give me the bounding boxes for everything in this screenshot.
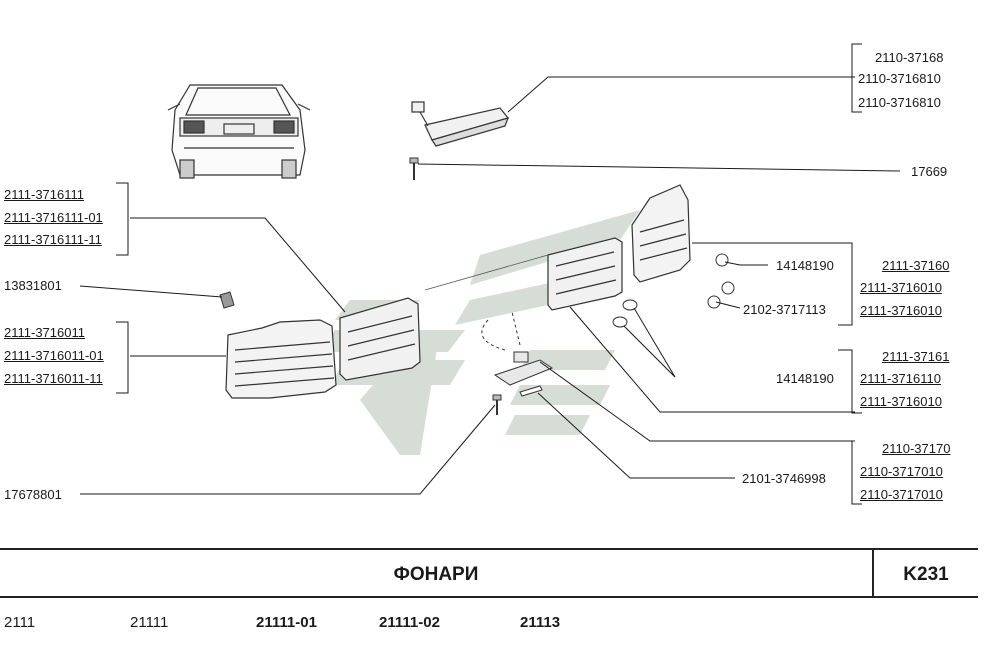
label-screw-bottom: 17678801 bbox=[4, 487, 62, 502]
label-inner-lamp-right-3: 2111-3716010 bbox=[860, 394, 942, 409]
title-bar: ФОНАРИ K231 bbox=[0, 548, 978, 598]
model-21111: 21111 bbox=[130, 614, 169, 631]
model-21113: 21113 bbox=[520, 614, 561, 631]
label-plate-lamp-3: 2110-3717010 bbox=[860, 487, 943, 502]
label-outer-lamp-left-2: 2111-3716011-01 bbox=[4, 348, 104, 363]
model-2111: 2111 bbox=[4, 614, 36, 631]
model-21111-02: 21111-02 bbox=[379, 614, 440, 631]
label-outer-lamp-right-1: 2111-37160 bbox=[882, 258, 950, 273]
label-outer-lamp-left-3: 2111-3716011-11 bbox=[4, 371, 103, 386]
label-bulb-right-a: 14148190 bbox=[776, 258, 834, 273]
label-inner-lamp-left-3: 2111-3716111-11 bbox=[4, 232, 102, 247]
bulbs-right bbox=[707, 253, 735, 309]
label-plate-lamp-2: 2110-3717010 bbox=[860, 464, 943, 479]
screw-top bbox=[409, 157, 419, 180]
clip bbox=[219, 291, 235, 309]
label-screw-top: 17669 bbox=[911, 164, 948, 179]
label-plate-lamp-1: 2110-37170 bbox=[882, 441, 951, 456]
inner-lamp-right bbox=[547, 237, 623, 311]
label-clip: 13831801 bbox=[4, 278, 62, 293]
bulbs-mid bbox=[612, 299, 638, 328]
outer-lamp-right bbox=[631, 184, 691, 283]
catalog-code: K231 bbox=[903, 564, 949, 585]
label-bulbs-mid: 14148190 bbox=[776, 371, 834, 386]
label-inner-lamp-right-2: 2111-3716110 bbox=[860, 371, 941, 386]
label-brake-light-2: 2110-3716810 bbox=[858, 71, 941, 86]
title-bar-divider bbox=[872, 550, 874, 596]
label-brake-light-1: 2110-37168 bbox=[875, 50, 944, 65]
brake-light bbox=[411, 101, 510, 147]
car-rear-view bbox=[167, 84, 311, 179]
label-outer-lamp-right-2: 2111-3716010 bbox=[860, 280, 942, 295]
screw-bottom bbox=[492, 394, 502, 415]
outer-lamp-left bbox=[225, 319, 337, 399]
model-21111-01: 21111-01 bbox=[256, 614, 317, 631]
inner-lamp-left bbox=[339, 297, 421, 381]
label-inner-lamp-right-1: 2111-37161 bbox=[882, 349, 950, 364]
label-outer-lamp-left-1: 2111-3716011 bbox=[4, 325, 85, 340]
brackets bbox=[116, 43, 862, 505]
label-gasket: 2101-3746998 bbox=[742, 471, 826, 486]
label-inner-lamp-left-1: 2111-3716111 bbox=[4, 187, 84, 202]
plate-lamp bbox=[493, 351, 554, 397]
page-title: ФОНАРИ bbox=[393, 564, 479, 585]
label-brake-light-3: 2110-3716810 bbox=[858, 95, 941, 110]
label-bulb-right-b: 2102-3717113 bbox=[743, 302, 826, 317]
leader-lines bbox=[79, 76, 901, 495]
label-inner-lamp-left-2: 2111-3716111-01 bbox=[4, 210, 103, 225]
label-outer-lamp-right-3: 2111-3716010 bbox=[860, 303, 942, 318]
